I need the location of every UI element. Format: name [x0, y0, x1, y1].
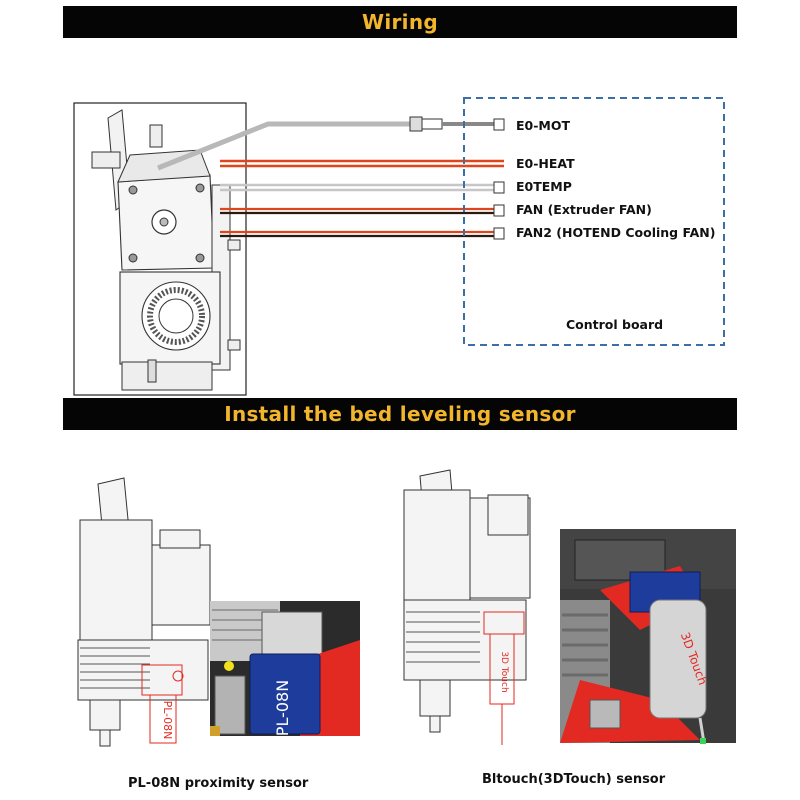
- bltouch-line-drawing: [403, 469, 531, 733]
- pl08n-caption: PL-08N proximity sensor: [128, 776, 309, 791]
- extruder-screw: [91, 151, 121, 169]
- connector-label-fan2: FAN2 (HOTEND Cooling FAN): [516, 225, 716, 240]
- motor-cable: [157, 121, 412, 171]
- bltouch-photo: [560, 529, 736, 744]
- pl08n-outline: [141, 664, 184, 744]
- wiring-section-banner: Wiring: [63, 6, 737, 38]
- sensor-title: Install the bed leveling sensor: [224, 402, 576, 426]
- connector-label-e0-mot: E0-MOT: [516, 118, 571, 133]
- sensor-section-banner: Install the bed leveling sensor: [63, 398, 737, 430]
- bltouch-outline: [483, 611, 525, 745]
- e0-mot-connector: [493, 118, 505, 131]
- pl08n-line-drawing: [77, 477, 211, 747]
- connector-label-fan: FAN (Extruder FAN): [516, 202, 652, 217]
- pl08n-outline-text: PL-08N: [161, 701, 174, 740]
- bltouch-outline-text: 3D Touch: [499, 651, 509, 692]
- bltouch-sensor-body: [649, 599, 707, 719]
- extruder-knob: [149, 124, 163, 148]
- connector-label-e0-heat: E0-HEAT: [516, 156, 575, 171]
- wiring-title: Wiring: [362, 10, 438, 34]
- control-board-box: [463, 97, 725, 346]
- bltouch-caption: Bltouch(3DTouch) sensor: [482, 772, 666, 787]
- e0temp-connector: [493, 181, 505, 194]
- wiring-diagram: [73, 97, 725, 396]
- control-board-label: Control board: [566, 317, 664, 332]
- fan-connector: [493, 204, 505, 217]
- pl08n-sensor-body: [249, 653, 321, 735]
- fan2-connector: [493, 227, 505, 240]
- pl08n-sensor-text: PL-08N: [273, 680, 292, 736]
- heater-block: [121, 361, 213, 391]
- pl08n-photo: [210, 601, 360, 736]
- connector-label-e0temp: E0TEMP: [516, 179, 572, 194]
